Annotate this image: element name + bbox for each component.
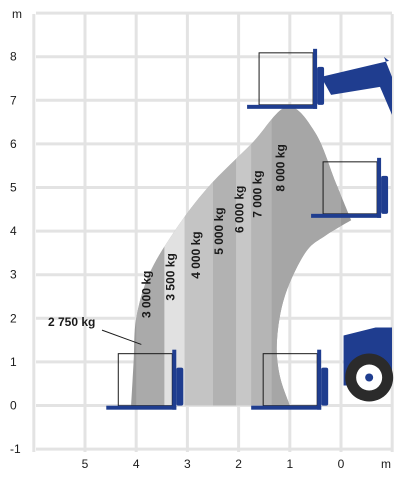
fork-high-close <box>311 157 389 218</box>
y-tick-label: 2 <box>10 311 17 325</box>
x-tick-label: 3 <box>184 457 191 471</box>
x-tick-label: 2 <box>235 457 242 471</box>
fork-ground-far <box>106 349 184 410</box>
telehandler-drawings <box>106 48 394 410</box>
fork-ground-close <box>251 349 329 410</box>
fork-max-height <box>247 48 325 109</box>
zone-band-8000kg <box>271 106 341 406</box>
zone-band-7000kg <box>251 106 272 406</box>
zone-band-6000kg <box>236 106 252 406</box>
y-tick-label: 1 <box>10 355 17 369</box>
zone-band-3000kg <box>136 106 165 406</box>
zone-band-4000kg <box>184 106 213 406</box>
callout-leader <box>101 329 142 345</box>
load-box <box>258 52 314 106</box>
zone-label-5000kg: 5 000 kg <box>212 207 226 254</box>
y-axis: 8 7 6 5 4 3 2 1 0 -1 <box>10 50 21 456</box>
x-tick-label: 4 <box>133 457 140 471</box>
carriage-plate <box>321 367 329 406</box>
fork-tine <box>247 104 318 109</box>
y-tick-label: 8 <box>10 50 17 64</box>
x-tick-label: 1 <box>286 457 293 471</box>
zone-label-7000kg: 7 000 kg <box>251 170 265 217</box>
zone-label-3000kg: 3 000 kg <box>140 271 154 318</box>
zone-band-3500kg <box>164 106 185 406</box>
zone-label-4000kg: 4 000 kg <box>189 231 203 278</box>
x-axis: 5 4 3 2 1 0 <box>82 457 345 471</box>
y-tick-label: 0 <box>10 399 17 413</box>
y-tick-label: 4 <box>10 224 17 238</box>
carriage-plate <box>176 367 184 406</box>
zone-label-6000kg: 6 000 kg <box>233 186 247 233</box>
fork-carriage <box>377 157 382 218</box>
zone-label-3500kg: 3 500 kg <box>164 253 178 300</box>
carriage-plate <box>381 175 389 214</box>
x-tick-label: 0 <box>338 457 345 471</box>
zone-label-callout: 2 750 kg <box>48 315 95 329</box>
x-axis-unit: m <box>381 457 391 471</box>
zone-labels: 2 750 kg 3 000 kg 3 500 kg 4 000 kg 5 000 kg… <box>48 144 288 345</box>
carriage-plate <box>317 66 325 105</box>
y-tick-label: 7 <box>10 93 17 107</box>
fork-carriage <box>317 349 322 410</box>
y-tick-label: 3 <box>10 268 17 282</box>
fork-tine <box>106 405 177 410</box>
fork-tine <box>311 213 382 218</box>
fork-carriage <box>313 48 318 109</box>
y-tick-label: 6 <box>10 137 17 151</box>
zone-label-8000kg: 8 000 kg <box>274 144 288 191</box>
boom-max-height <box>321 56 392 115</box>
y-axis-unit: m <box>12 7 22 21</box>
x-tick-label: 5 <box>82 457 89 471</box>
wheel-hub <box>365 373 374 382</box>
fork-carriage <box>172 349 177 410</box>
y-tick-label: 5 <box>10 181 17 195</box>
zone-band-5000kg <box>213 106 237 406</box>
fork-tine <box>251 405 322 410</box>
y-tick-label: -1 <box>10 442 21 456</box>
